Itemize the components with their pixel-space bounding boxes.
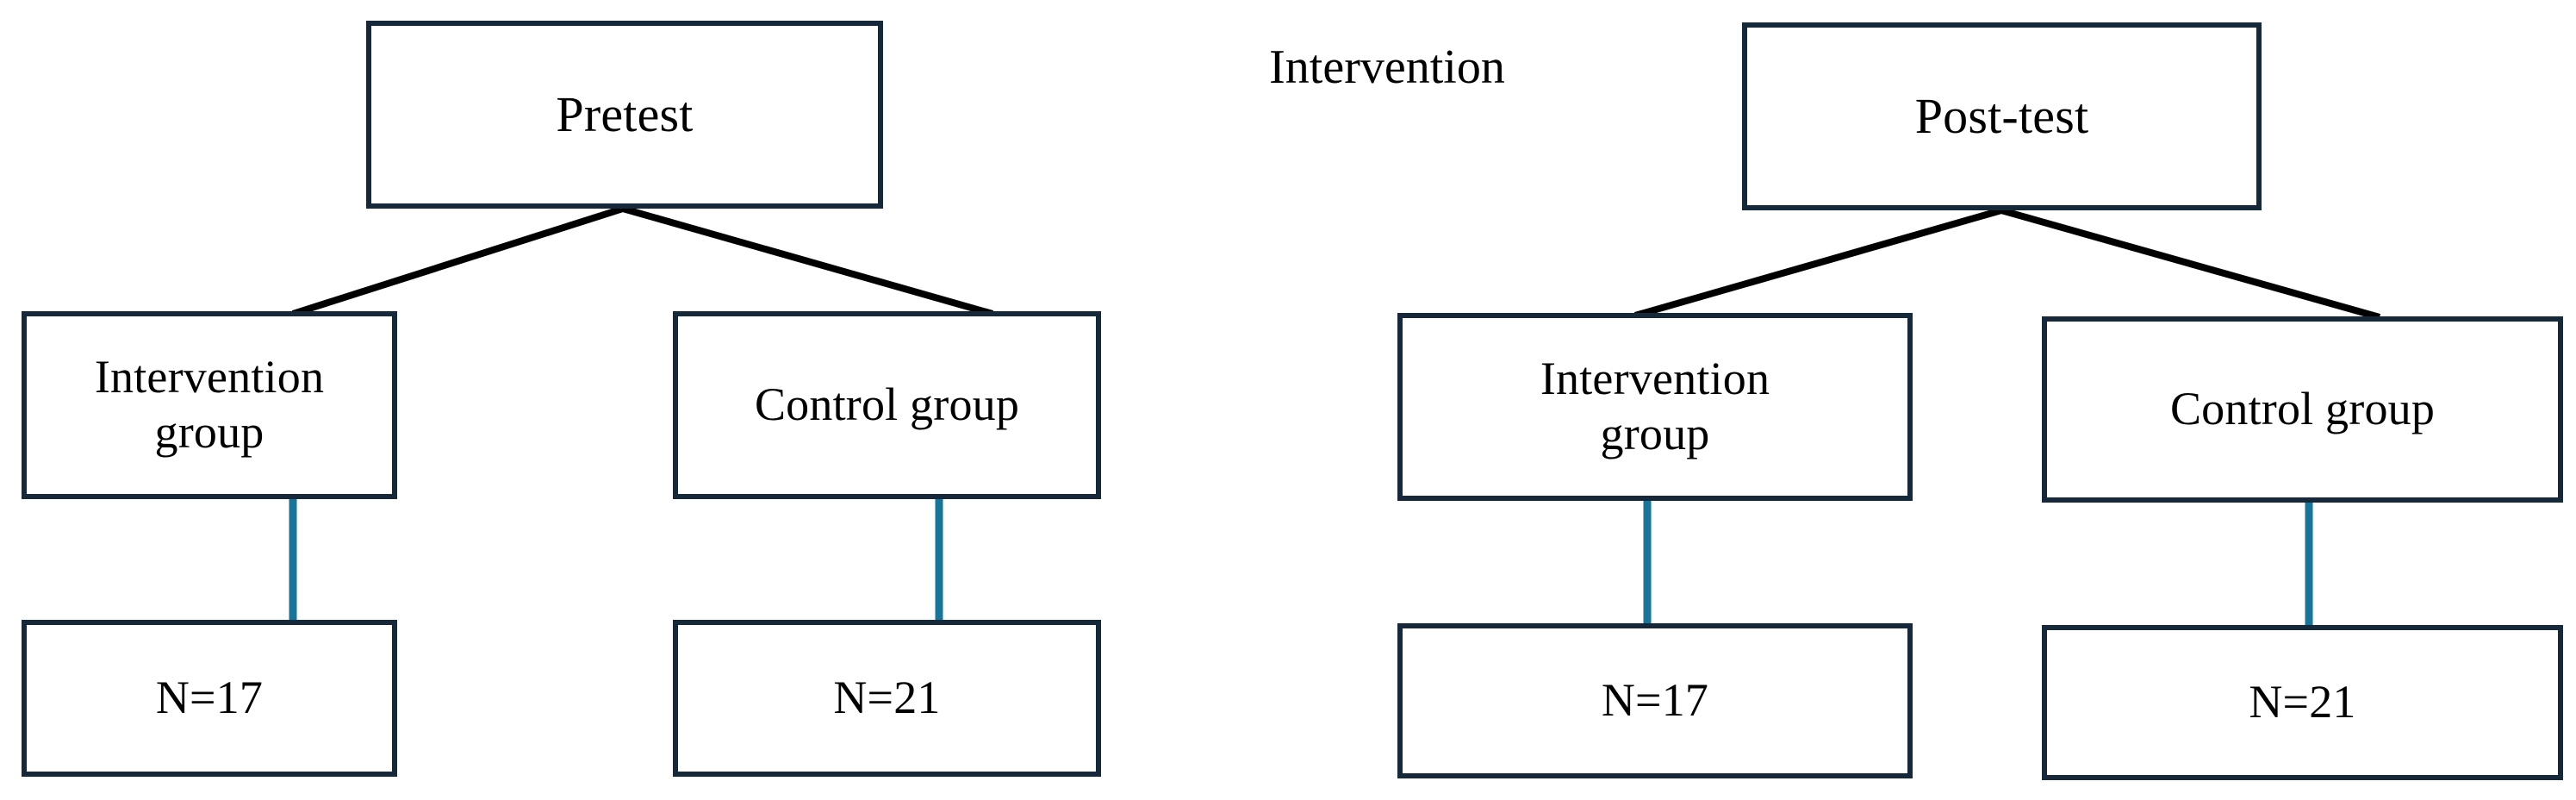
intervention-phase-label: Intervention (1269, 41, 1505, 94)
node-posttest-intervention-count[interactable]: N=17 (1397, 623, 1913, 778)
node-posttest-intervention-group-label: Intervention group (1540, 353, 1770, 459)
node-posttest-control-count-label: N=21 (2249, 676, 2356, 728)
node-pretest-intervention-count-label: N=17 (155, 672, 264, 724)
node-posttest-intervention-count-label: N=17 (1601, 674, 1709, 727)
node-pretest-control-count[interactable]: N=21 (673, 620, 1101, 777)
node-pretest-intervention-count[interactable]: N=17 (22, 620, 397, 777)
node-pretest-control-group[interactable]: Control group (673, 311, 1101, 499)
node-pretest-intervention-group[interactable]: Intervention group (22, 311, 397, 499)
node-pretest-control-count-label: N=21 (833, 672, 941, 724)
node-posttest-control-count[interactable]: N=21 (2042, 625, 2563, 780)
node-pretest-control-group-label: Control group (754, 378, 1020, 431)
connector-posttest-to-control-group (2000, 207, 2381, 321)
node-posttest-control-group-label: Control group (2169, 383, 2436, 435)
connector-pretest-to-control-group (621, 205, 994, 317)
node-pretest-intervention-group-label: Intervention group (94, 351, 325, 458)
node-posttest-intervention-group[interactable]: Intervention group (1397, 313, 1913, 501)
node-pretest-root-label: Pretest (556, 85, 694, 142)
node-posttest-root[interactable]: Post-test (1742, 22, 2262, 210)
connector-posttest-to-intervention-group (1633, 207, 2003, 319)
connector-pretest-to-intervention-group (291, 205, 625, 317)
node-pretest-root[interactable]: Pretest (366, 21, 883, 209)
node-posttest-root-label: Post-test (1914, 87, 2089, 144)
node-posttest-control-group[interactable]: Control group (2042, 316, 2563, 503)
